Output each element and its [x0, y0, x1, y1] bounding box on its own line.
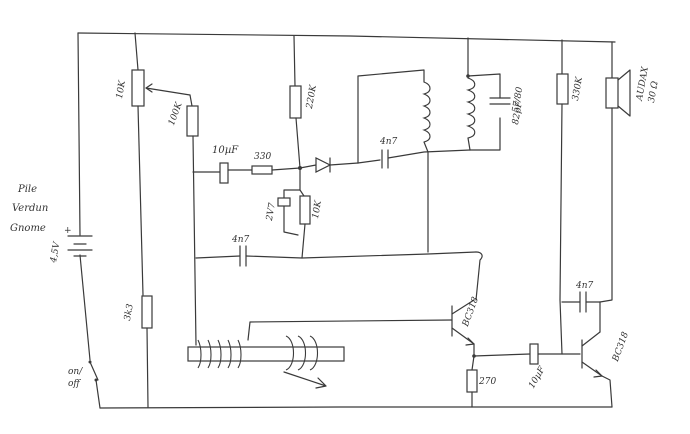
resistor-100k — [186, 105, 199, 137]
resistor-330k — [556, 73, 569, 105]
tuning-cap-frame — [467, 73, 501, 151]
pot-column-wire — [134, 32, 139, 71]
c10uf-top-label: 10µF — [212, 145, 239, 156]
antenna-to-base-wire — [247, 319, 453, 341]
battery-symbol — [67, 235, 93, 257]
bottom-rail-wire — [99, 406, 613, 409]
r330-label: 330 — [254, 152, 272, 162]
battery-plus: + — [64, 226, 72, 236]
left-outer-wire-lower — [79, 254, 91, 361]
r100k-top-wire — [189, 94, 193, 107]
c4n7-top-label: 4n7 — [380, 137, 398, 147]
switch-label-off: off — [68, 379, 80, 389]
transistor-q2 — [581, 331, 603, 378]
r270-label: 270 — [479, 377, 497, 387]
speaker-cone — [617, 69, 631, 117]
transistor-q1 — [451, 299, 475, 346]
speaker-body — [605, 77, 619, 109]
resistor-220k — [289, 85, 302, 119]
coil-l2-lower-wire — [467, 137, 471, 151]
cap-10uf-top — [219, 162, 229, 184]
resistor-270 — [466, 369, 478, 393]
q2-emitter-wire — [601, 375, 613, 408]
left-outer-wire — [77, 32, 81, 236]
mid-rail-wire-right — [245, 251, 477, 259]
c4n7-top-right-wire — [387, 149, 471, 159]
cap-4n7-top — [381, 149, 389, 169]
antenna-variable-cap — [283, 371, 327, 389]
coil-l1 — [422, 81, 431, 143]
r10k-lower-wire — [301, 223, 306, 259]
battery-label-3: Gnome — [10, 223, 46, 234]
speaker-lower-wire — [599, 107, 613, 303]
battery-label-1: Pile — [18, 184, 38, 195]
cap-4n7-mid — [239, 245, 247, 267]
r220k-lower-wire — [295, 117, 301, 169]
c4n7-top-left-wire — [357, 159, 381, 164]
r10k-top-wire — [299, 189, 305, 197]
potentiometer-10k — [131, 69, 145, 107]
pot-arrow — [145, 83, 153, 93]
pot-lower-wire — [137, 105, 144, 296]
battery-label-2: Verdun — [12, 203, 49, 214]
top-rail-wire — [77, 32, 616, 43]
mid-rail-wire-left — [195, 255, 241, 259]
pot-wiper — [145, 87, 191, 96]
r100k-lower-wire — [192, 135, 197, 346]
cap-10uf-bottom — [529, 343, 539, 365]
q1-to-c10uf-wire — [473, 353, 531, 357]
antenna-coil-secondary — [285, 335, 319, 371]
diode-wire-in — [299, 164, 317, 169]
diode-symbol — [315, 157, 332, 173]
power-switch — [88, 360, 99, 382]
r220k-top-wire — [293, 35, 296, 87]
r3k3-lower-wire — [146, 327, 149, 408]
zener-2v7 — [277, 197, 291, 207]
coil-l2 — [465, 77, 476, 139]
node-down-wire — [283, 167, 301, 236]
coil-l1-lower-wire — [423, 141, 429, 253]
cap-4n7-right — [579, 291, 587, 313]
diode-wire-out — [329, 162, 359, 166]
resistor-3k3 — [141, 295, 153, 329]
resistor-10k — [299, 195, 311, 225]
resistor-330 — [251, 165, 273, 175]
coil-frame-wire — [357, 69, 425, 164]
left-outer-wire-bottom — [95, 379, 101, 409]
antenna-coil-primary — [197, 339, 242, 369]
r330-to-node-wire — [271, 167, 301, 171]
cap-tuning — [489, 97, 511, 105]
r330k-lower-wire — [559, 103, 581, 355]
c4n7-right-label: 4n7 — [576, 281, 594, 291]
c4n7-mid-label: 4n7 — [232, 235, 250, 245]
switch-label-on: on/ — [68, 367, 83, 377]
node-dot-coil — [466, 74, 470, 78]
q1-collector-wire — [475, 251, 483, 301]
